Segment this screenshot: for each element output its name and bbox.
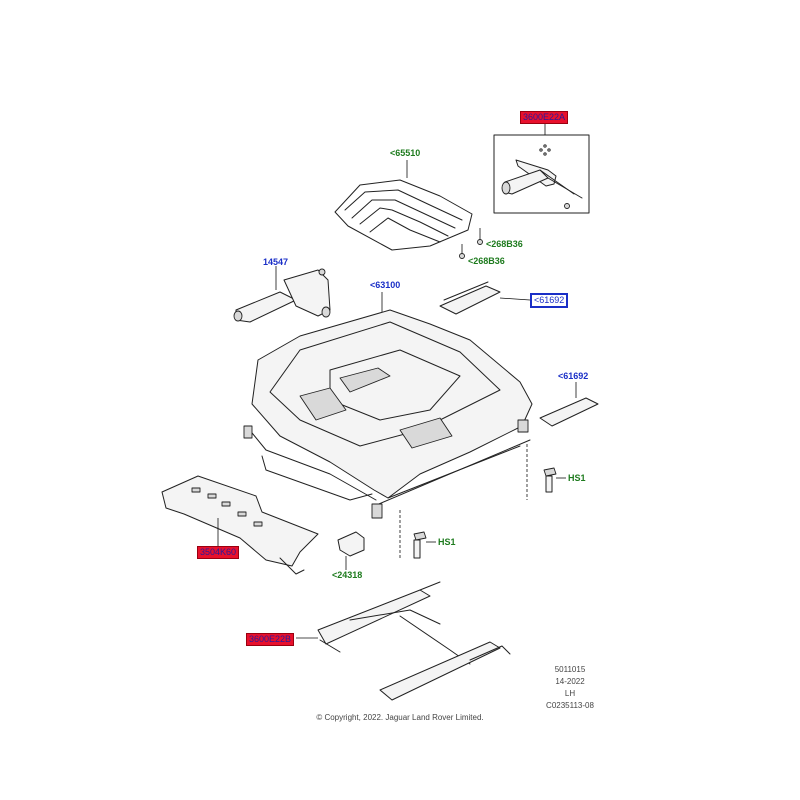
copyright-notice: © Copyright, 2022. Jaguar Land Rover Lim… — [316, 713, 484, 722]
mounting-plate-3504k60 — [161, 475, 319, 575]
seat-cushion-frame — [243, 292, 533, 519]
callout-61692[interactable]: <61692 — [558, 371, 589, 381]
callout-65510[interactable]: <65510 — [390, 148, 421, 158]
diagram-code: 5011015 — [554, 665, 586, 674]
screw-hs1-right — [526, 444, 566, 500]
callout-268b36-lower[interactable]: <268B36 — [468, 256, 505, 266]
seat-motor-14547 — [233, 266, 331, 323]
screw-hs1-mid — [399, 510, 436, 560]
callout-3600e22a[interactable]: 3600E22A — [520, 111, 569, 124]
inset-motor-part — [501, 144, 583, 209]
callout-63100[interactable]: <63100 — [370, 280, 401, 290]
callout-24318[interactable]: <24318 — [332, 570, 363, 580]
callout-268b36-upper[interactable]: <268B36 — [486, 239, 523, 249]
seat-track-rail-3600e22b — [296, 581, 511, 701]
diagram-side: LH — [564, 689, 576, 698]
callout-3600e22b[interactable]: 3600E22B — [246, 633, 295, 646]
trim-cover-upper — [439, 281, 531, 315]
lumbar-wire-mat — [334, 160, 483, 259]
diagram-date: 14-2022 — [555, 677, 585, 686]
trim-cover-right — [539, 382, 599, 427]
callout-61692-boxed[interactable]: <61692 — [530, 293, 569, 308]
callout-hs1-mid[interactable]: HS1 — [438, 537, 456, 547]
callout-14547[interactable]: 14547 — [263, 257, 289, 267]
callout-3504k60[interactable]: 3504K60 — [197, 546, 240, 559]
inset-detail-box — [493, 121, 590, 214]
callout-hs1-right[interactable]: HS1 — [568, 473, 586, 483]
diagram-reference: C0235113-08 — [546, 701, 594, 710]
clip-bracket-24318 — [337, 531, 365, 570]
